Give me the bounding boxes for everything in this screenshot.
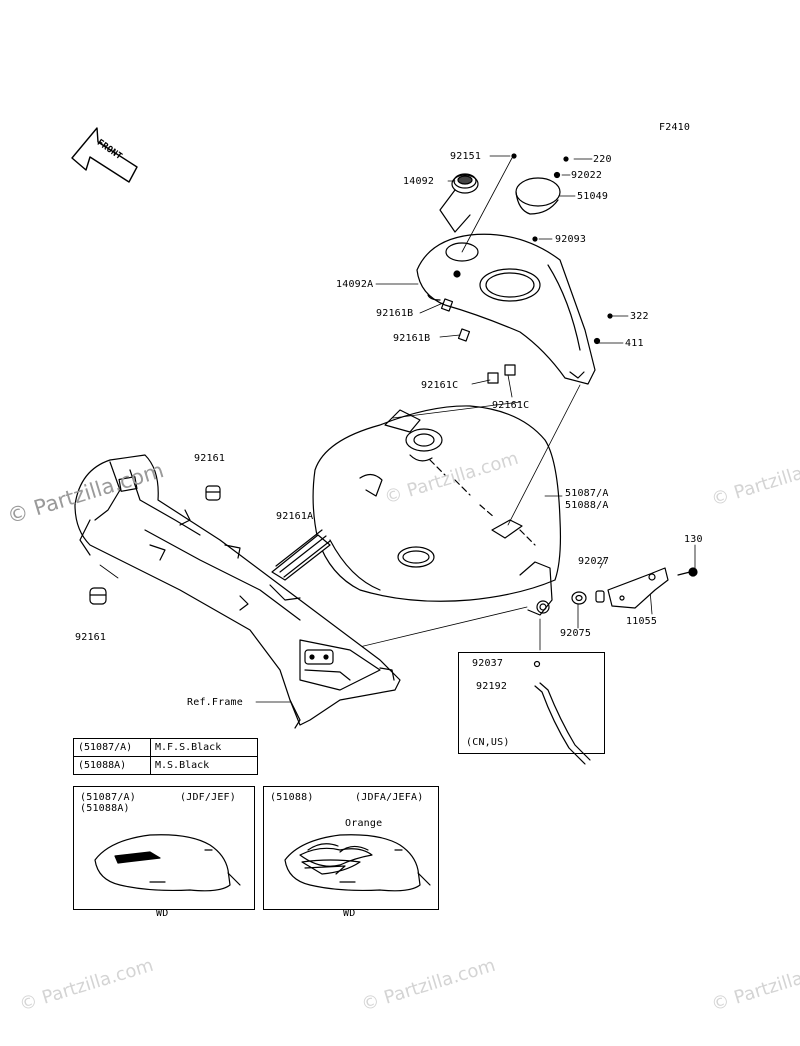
rubber-pad-icon xyxy=(457,328,471,342)
damper-icon xyxy=(205,485,221,501)
part-label-92093[interactable]: 92093 xyxy=(555,234,587,245)
part-label-92075[interactable]: 92075 xyxy=(560,628,592,639)
table-cell-part: (51087/A) xyxy=(73,738,151,757)
rubber-pad-icon xyxy=(504,364,516,376)
rubber-pad-icon xyxy=(487,372,499,384)
variant-left-models: (JDF/JEF) xyxy=(180,792,236,803)
color-table: (51087/A) M.F.S.Black (51088A) M.S.Black xyxy=(73,738,258,775)
collar-icon xyxy=(595,590,605,603)
tank-variant-right-icon xyxy=(284,834,431,892)
table-cell-color: M.S.Black xyxy=(150,756,258,775)
front-arrow-icon xyxy=(71,127,138,183)
fuel-tank-icon xyxy=(312,405,562,616)
bracket-icon xyxy=(607,567,669,609)
part-label-92151[interactable]: 92151 xyxy=(450,151,482,162)
table-row: (51088A) M.S.Black xyxy=(73,756,258,775)
part-label-92161a[interactable]: 92161A xyxy=(276,511,314,522)
bolt-icon xyxy=(677,567,698,577)
fuel-cap-icon xyxy=(439,173,479,233)
rubber-strip-icon xyxy=(271,529,331,581)
grommet-icon xyxy=(571,591,587,605)
part-label-411[interactable]: 411 xyxy=(625,338,644,349)
frame-icon xyxy=(74,454,401,729)
part-label-11055[interactable]: 11055 xyxy=(626,616,658,627)
variant-left-caption: WD xyxy=(156,908,169,919)
bolt-icon xyxy=(607,313,613,319)
gauge-cover-icon xyxy=(515,177,561,215)
part-label-220[interactable]: 220 xyxy=(593,154,612,165)
variant-right-parts: (51088) xyxy=(270,792,314,803)
part-label-51088a[interactable]: 51088/A xyxy=(565,500,609,511)
part-label-92161-bottom[interactable]: 92161 xyxy=(75,632,107,643)
part-label-92161c[interactable]: 92161C xyxy=(421,380,459,391)
part-label-51049[interactable]: 51049 xyxy=(577,191,609,202)
part-label-92161[interactable]: 92161 xyxy=(194,453,226,464)
variant-left-parts-2: (51088A) xyxy=(80,803,130,814)
region-label-cn-us: (CN,US) xyxy=(466,737,510,748)
ref-frame-label: Ref.Frame xyxy=(187,697,243,708)
washer-icon xyxy=(553,171,561,179)
variant-right-models: (JDFA/JEFA) xyxy=(355,792,424,803)
part-label-14092[interactable]: 14092 xyxy=(403,176,435,187)
rubber-pad-icon xyxy=(440,298,454,312)
part-label-51087a[interactable]: 51087/A xyxy=(565,488,609,499)
table-cell-color: M.F.S.Black xyxy=(150,738,258,757)
variant-left-box xyxy=(73,786,255,910)
part-label-92027[interactable]: 92027 xyxy=(578,556,610,567)
part-label-14092a[interactable]: 14092A xyxy=(336,279,374,290)
part-label-92192[interactable]: 92192 xyxy=(476,681,508,692)
variant-right-box xyxy=(263,786,439,910)
variant-right-caption: WD xyxy=(343,908,356,919)
bolt-icon xyxy=(511,153,517,159)
part-label-130[interactable]: 130 xyxy=(684,534,703,545)
table-cell-part: (51088A) xyxy=(73,756,151,775)
breather-hose-icon xyxy=(533,660,591,765)
tank-variant-left-icon xyxy=(94,834,241,892)
bolt-icon xyxy=(532,236,538,242)
damper-icon xyxy=(89,587,107,605)
part-label-92037[interactable]: 92037 xyxy=(472,658,504,669)
part-label-92161b[interactable]: 92161B xyxy=(376,308,414,319)
variant-right-color-note: Orange xyxy=(345,818,383,829)
cn-us-detail-box xyxy=(458,652,605,754)
part-label-92022[interactable]: 92022 xyxy=(571,170,603,181)
screw-icon xyxy=(563,156,569,162)
figure-code: F2410 xyxy=(659,122,691,133)
part-label-92161b-2[interactable]: 92161B xyxy=(393,333,431,344)
part-label-322[interactable]: 322 xyxy=(630,311,649,322)
leader-lines xyxy=(99,564,119,579)
part-label-92161c-2[interactable]: 92161C xyxy=(492,400,530,411)
tank-cover-panel-icon xyxy=(416,233,596,385)
washer-icon xyxy=(593,337,601,345)
variant-left-parts: (51087/A) xyxy=(80,792,136,803)
table-row: (51087/A) M.F.S.Black xyxy=(73,738,258,757)
